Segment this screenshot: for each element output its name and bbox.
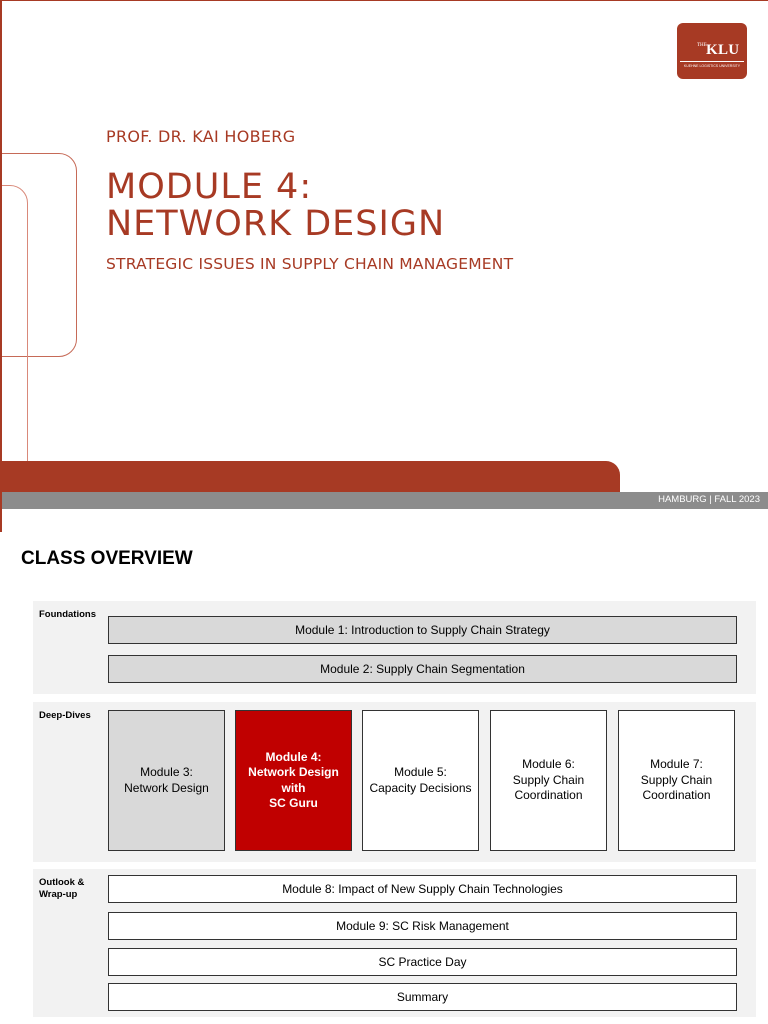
page-title: CLASS OVERVIEW	[21, 548, 193, 569]
slide-title: MODULE 4: NETWORK DESIGN	[106, 169, 445, 243]
section-label: Foundations	[39, 609, 96, 620]
section-foundations: Foundations Module 1: Introduction to Su…	[33, 601, 756, 694]
module-6-box: Module 6: Supply Chain Coordination	[490, 710, 607, 851]
decorative-arc	[2, 185, 28, 485]
module-8-bar: Module 8: Impact of New Supply Chain Tec…	[108, 875, 737, 903]
practice-day-bar: SC Practice Day	[108, 948, 737, 976]
module-3-box: Module 3: Network Design	[108, 710, 225, 851]
title-line: NETWORK DESIGN	[106, 204, 446, 244]
module-1-bar: Module 1: Introduction to Supply Chain S…	[108, 616, 737, 644]
module-9-bar: Module 9: SC Risk Management	[108, 912, 737, 940]
module-7-box: Module 7: Supply Chain Coordination	[618, 710, 735, 851]
class-overview-slide: CLASS OVERVIEW Foundations Module 1: Int…	[0, 532, 768, 1024]
section-label: Outlook & Wrap-up	[39, 877, 85, 900]
decorative-arc	[2, 153, 77, 357]
section-outlook: Outlook & Wrap-up Module 8: Impact of Ne…	[33, 869, 756, 1017]
title-line: MODULE 4:	[106, 167, 313, 207]
section-label: Deep-Dives	[39, 710, 91, 721]
section-deep-dives: Deep-Dives Module 3: Network Design Modu…	[33, 702, 756, 862]
module-4-box-current: Module 4: Network Design with SC Guru	[235, 710, 352, 851]
module-5-box: Module 5: Capacity Decisions	[362, 710, 479, 851]
title-slide: THE KLU KUEHNE LOGISTICS UNIVERSITY PROF…	[0, 0, 768, 532]
module-2-bar: Module 2: Supply Chain Segmentation	[108, 655, 737, 683]
klu-logo: THE KLU KUEHNE LOGISTICS UNIVERSITY	[677, 23, 747, 79]
brand-band	[2, 461, 620, 493]
author-name: PROF. DR. KAI HOBERG	[106, 127, 296, 146]
slide-subtitle: STRATEGIC ISSUES IN SUPPLY CHAIN MANAGEM…	[106, 255, 514, 273]
footer-band	[2, 492, 768, 509]
summary-bar: Summary	[108, 983, 737, 1011]
footer-text: HAMBURG | FALL 2023	[658, 494, 760, 505]
